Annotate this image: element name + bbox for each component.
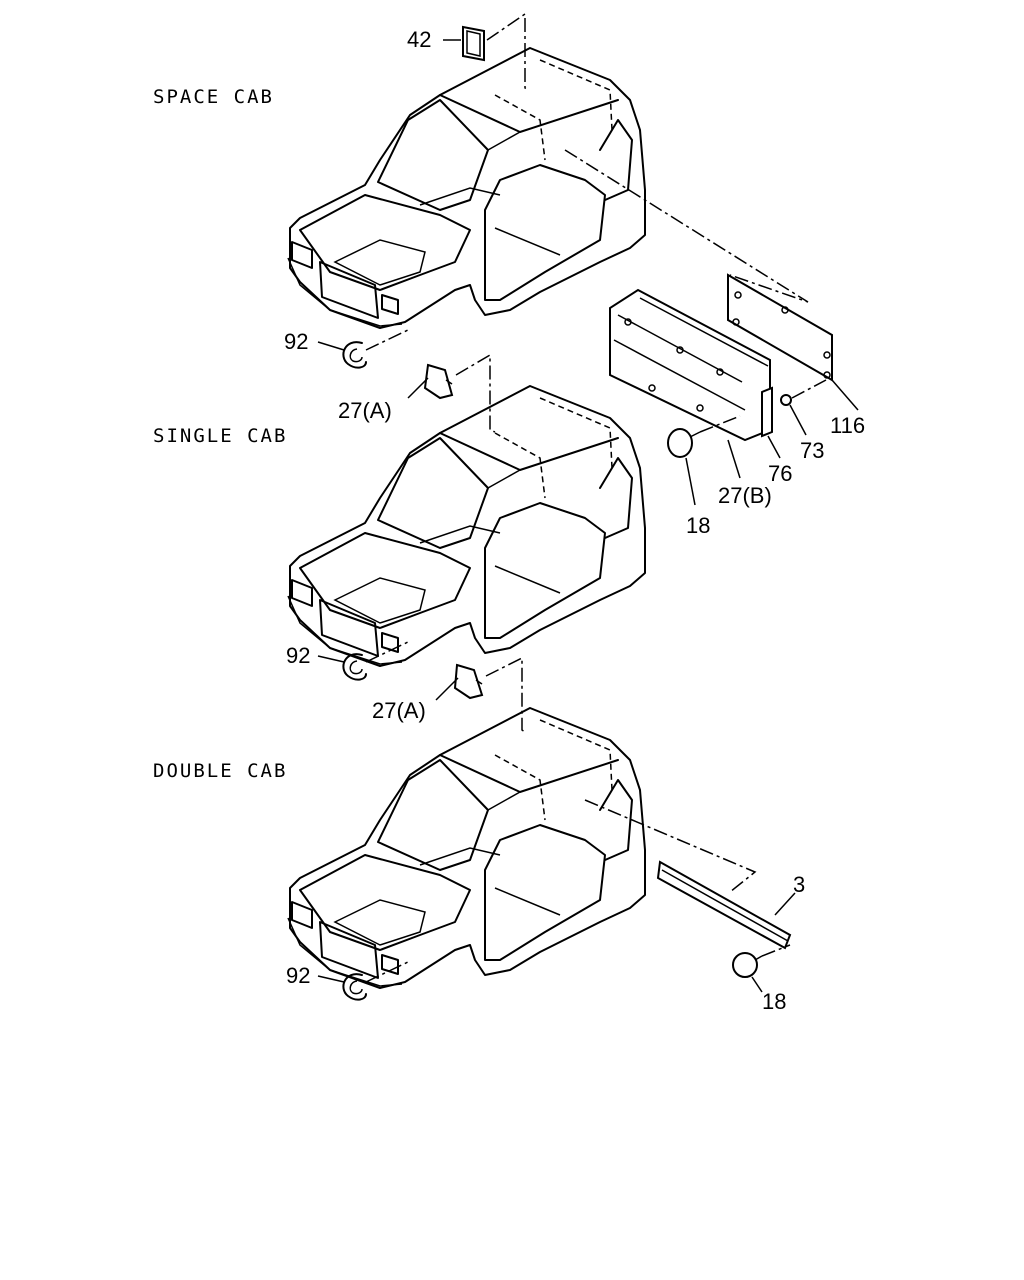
double-cab-body [287, 707, 646, 989]
callout-92-space: 92 [284, 329, 308, 354]
part-18-clip-lower [732, 944, 791, 993]
part-73-nut [780, 379, 827, 436]
part-92-clip-space [317, 329, 409, 369]
callout-116: 116 [830, 413, 865, 438]
callout-18-lower: 18 [762, 989, 786, 1014]
space-cab-body [287, 47, 646, 329]
callout-92-double: 92 [286, 963, 310, 988]
part-42-roof-plate [443, 12, 529, 91]
section-label-space-cab: SPACE CAB [153, 86, 274, 108]
part-27b-trim-panel [609, 288, 771, 479]
part-76-bracket [761, 386, 781, 459]
callout-27a-double: 27(A) [372, 698, 426, 723]
callout-76: 76 [768, 461, 792, 486]
callout-42: 42 [407, 27, 431, 52]
part-116-rear-panel [727, 273, 859, 411]
part-3-side-rail [656, 860, 796, 950]
part-27a-cover-single [407, 353, 496, 433]
callout-73: 73 [800, 438, 824, 463]
section-label-single-cab: SINGLE CAB [153, 425, 288, 447]
single-cab-body [287, 385, 646, 667]
part-18-clip-upper [667, 415, 741, 506]
callout-3: 3 [793, 872, 805, 897]
callout-27b: 27(B) [718, 483, 772, 508]
part-92-clip-double [317, 961, 409, 1001]
part-27a-cover-double [435, 656, 526, 733]
callout-18-upper: 18 [686, 513, 710, 538]
callout-92-single: 92 [286, 643, 310, 668]
part-92-clip-single [317, 641, 409, 681]
callout-27a-single: 27(A) [338, 398, 392, 423]
section-label-double-cab: DOUBLE CAB [153, 760, 288, 782]
